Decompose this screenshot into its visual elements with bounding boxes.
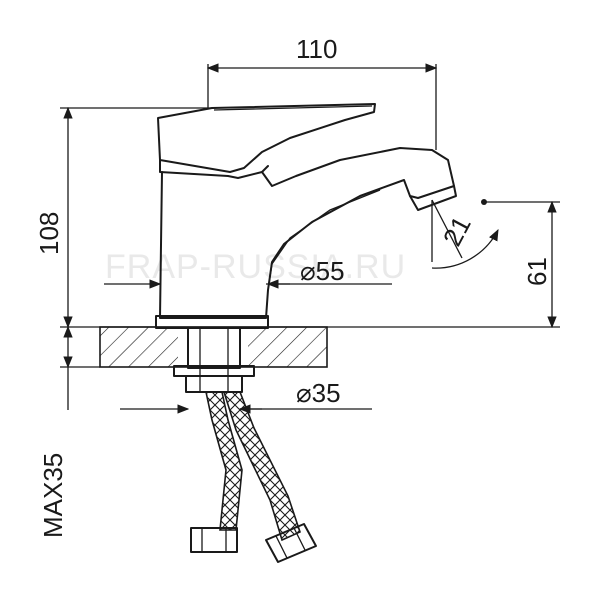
dimension-total-height: 108 <box>34 106 330 329</box>
dimension-total-height-label: 108 <box>34 212 64 255</box>
dimension-max-thickness-label: MAX35 <box>38 453 68 538</box>
dimension-body-diameter-label: ⌀55 <box>300 256 345 286</box>
dimension-width: 110 <box>206 34 438 150</box>
dimension-width-label: 110 <box>296 34 337 64</box>
braided-hoses <box>190 391 317 563</box>
dimension-angle-label: 21 <box>437 211 477 251</box>
faucet-body <box>155 103 457 329</box>
dimension-spout-height-label: 61 <box>522 257 552 286</box>
dimension-angle: 21 <box>431 199 499 269</box>
dimension-shank-diameter-label: ⌀35 <box>296 378 341 408</box>
dimension-spout-height: 61 <box>330 200 560 329</box>
dimension-shank-diameter: ⌀35 <box>120 378 372 414</box>
dimension-max-thickness: MAX35 <box>38 325 100 538</box>
countertop-section <box>99 326 328 368</box>
dimension-body-diameter: ⌀55 <box>104 256 392 289</box>
watermark-text: FRAP-RUSSIA.RU <box>105 248 406 286</box>
